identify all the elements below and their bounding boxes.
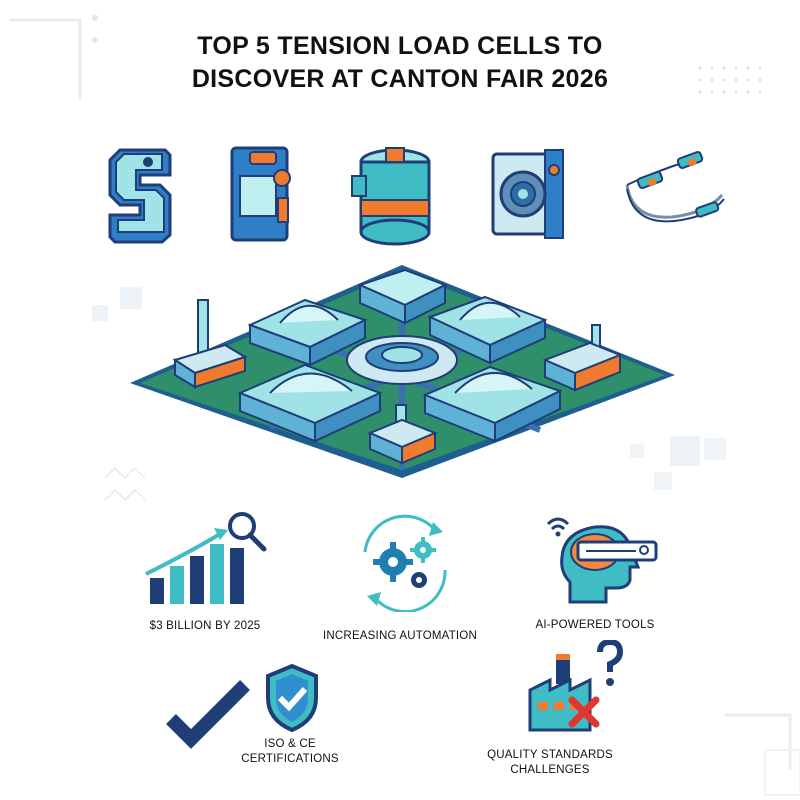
- background-squares-left: [90, 285, 150, 325]
- market-growth-chart-icon: [140, 508, 275, 608]
- title-line-1: TOP 5 TENSION LOAD CELLS TO: [197, 32, 603, 60]
- title-line-2: DISCOVER AT CANTON FAIR 2026: [191, 65, 609, 93]
- certification-shield-icon: [262, 662, 322, 734]
- isometric-fair-complex-illustration: [130, 265, 675, 480]
- tension-cable-sensor-icon: [612, 145, 732, 240]
- quality-standards-label-line-1: QUALITY STANDARDS: [487, 749, 613, 761]
- quality-standards-label-line-2: CHALLENGES: [510, 764, 590, 776]
- factory-question-icon: [520, 640, 630, 735]
- quality-standards-label: QUALITY STANDARDS CHALLENGES: [480, 748, 620, 778]
- certifications-label-line-2: CERTIFICATIONS: [241, 753, 339, 765]
- page-title: TOP 5 TENSION LOAD CELLS TO DISCOVER AT …: [100, 30, 700, 96]
- pancake-load-cell-icon: [485, 140, 575, 250]
- ai-tools-label: AI-POWERED TOOLS: [535, 619, 655, 631]
- background-dots-top-right: [690, 60, 780, 100]
- background-squares-right: [620, 430, 730, 500]
- automation-label: INCREASING AUTOMATION: [323, 630, 477, 642]
- certifications-label: ISO & CE CERTIFICATIONS: [230, 737, 350, 767]
- canister-load-cell-icon: [350, 140, 440, 250]
- certifications-label-line-1: ISO & CE: [264, 738, 316, 750]
- market-growth-label: $3 BILLION BY 2025: [149, 620, 261, 632]
- bar-load-cell-icon: [222, 138, 302, 250]
- ai-head-icon: [540, 512, 670, 612]
- automation-gears-icon: [345, 512, 465, 612]
- checkmark-icon: [165, 675, 250, 750]
- s-type-load-cell-icon: [100, 140, 180, 250]
- background-frame-top-left: [0, 0, 120, 120]
- background-chevrons-left: [95, 460, 155, 520]
- background-frame-bottom-right: [720, 710, 800, 800]
